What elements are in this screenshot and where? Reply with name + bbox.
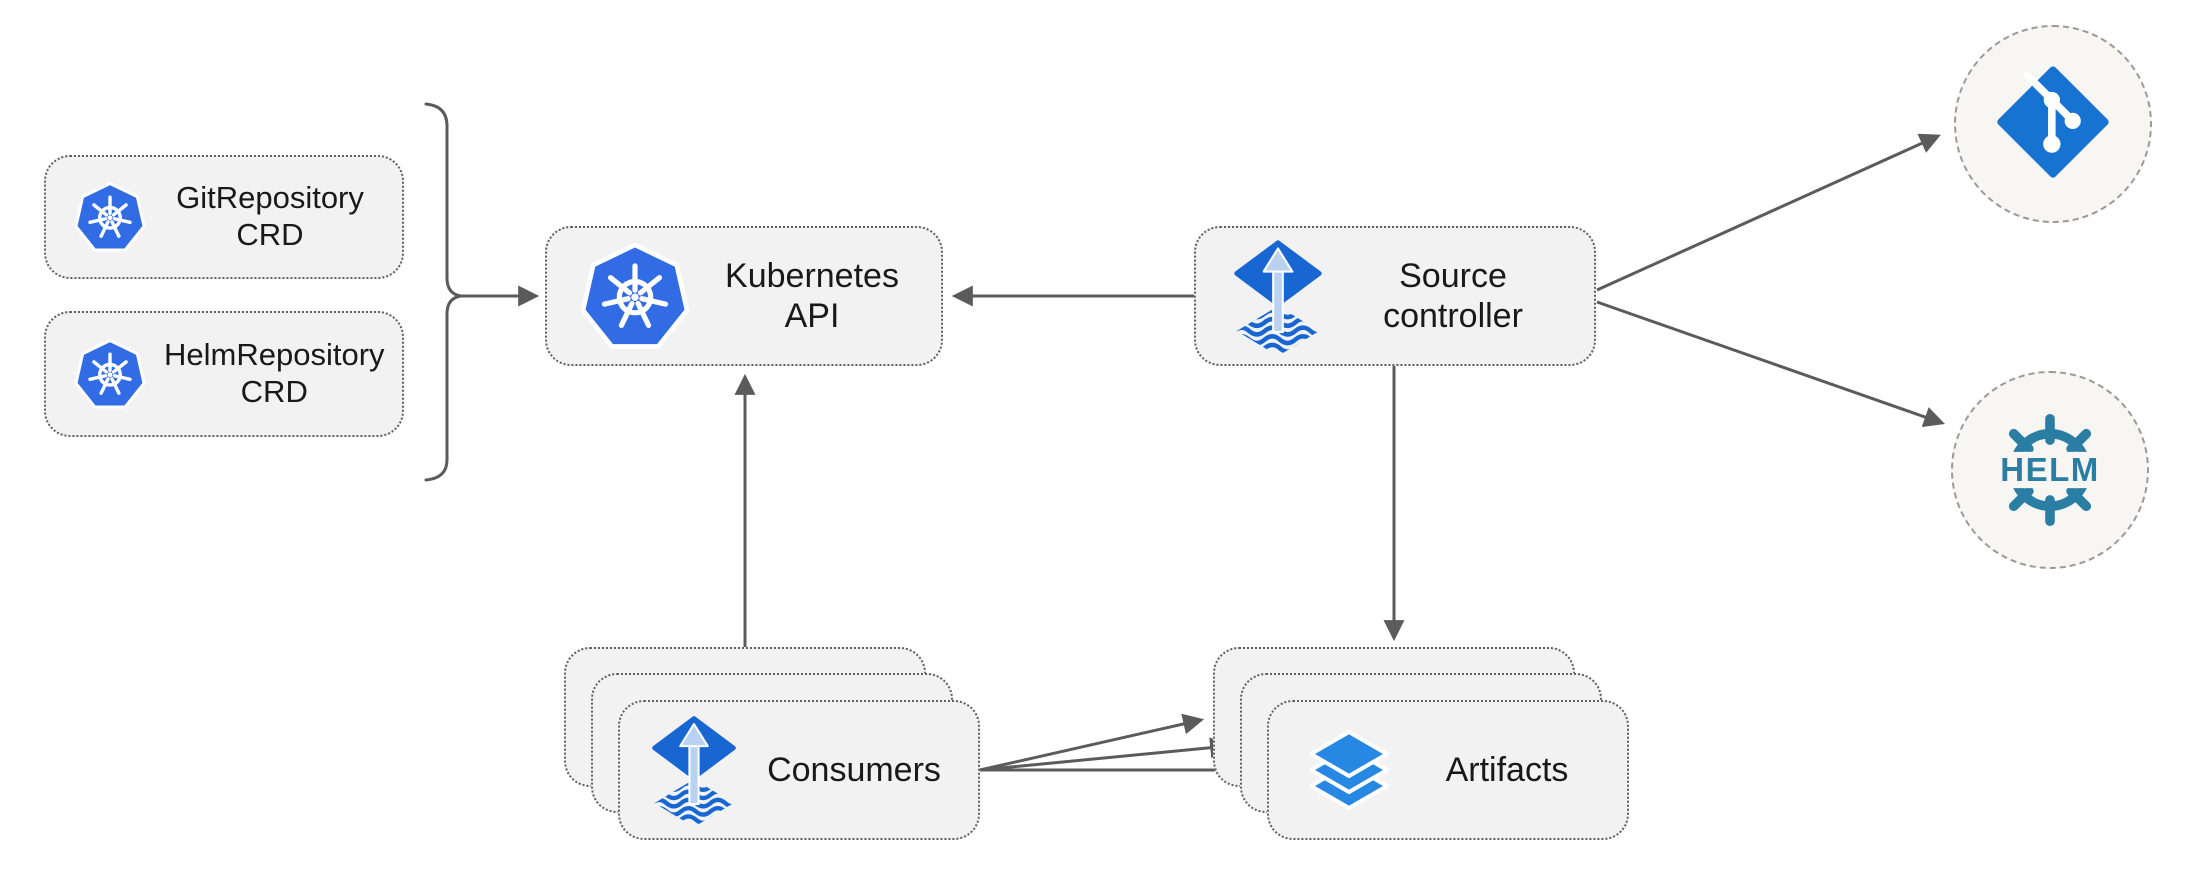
helm-wordmark: HELM [2000, 451, 2100, 488]
bracket-crd-group [424, 102, 462, 482]
layers-icon [1299, 724, 1399, 816]
node-git-repository-crd: GitRepository CRD [44, 155, 404, 279]
flux-source-icon [1230, 237, 1326, 356]
node-label: HelmRepository CRD [164, 337, 385, 409]
node-source-controller: Source controller [1194, 226, 1596, 366]
edge-consumers-to-artifacts-2 [979, 737, 1232, 772]
kubernetes-icon [577, 238, 693, 354]
node-consumers: Consumers [618, 700, 980, 840]
node-helm-repository-crd: HelmRepository CRD [44, 311, 404, 437]
node-label: Artifacts [1445, 750, 1569, 789]
node-label: Source controller [1383, 256, 1523, 335]
git-icon [1995, 64, 2111, 185]
edge-source-to-git [1596, 133, 1941, 292]
flux-source-icon [648, 713, 740, 827]
edge-source-to-helm [1596, 300, 1945, 428]
node-helm-repository: HELM [1951, 371, 2149, 569]
node-kubernetes-api: Kubernetes API [545, 226, 943, 366]
kubernetes-icon [72, 336, 148, 412]
node-label: GitRepository CRD [176, 180, 364, 252]
node-label: Kubernetes API [725, 256, 899, 335]
edge-consumers-to-artifacts-1 [979, 713, 1205, 772]
node-git-repository [1954, 25, 2152, 223]
helm-icon: HELM [1986, 406, 2114, 534]
node-label: Consumers [767, 750, 941, 789]
node-artifacts: Artifacts [1267, 700, 1629, 840]
kubernetes-icon [72, 179, 148, 255]
